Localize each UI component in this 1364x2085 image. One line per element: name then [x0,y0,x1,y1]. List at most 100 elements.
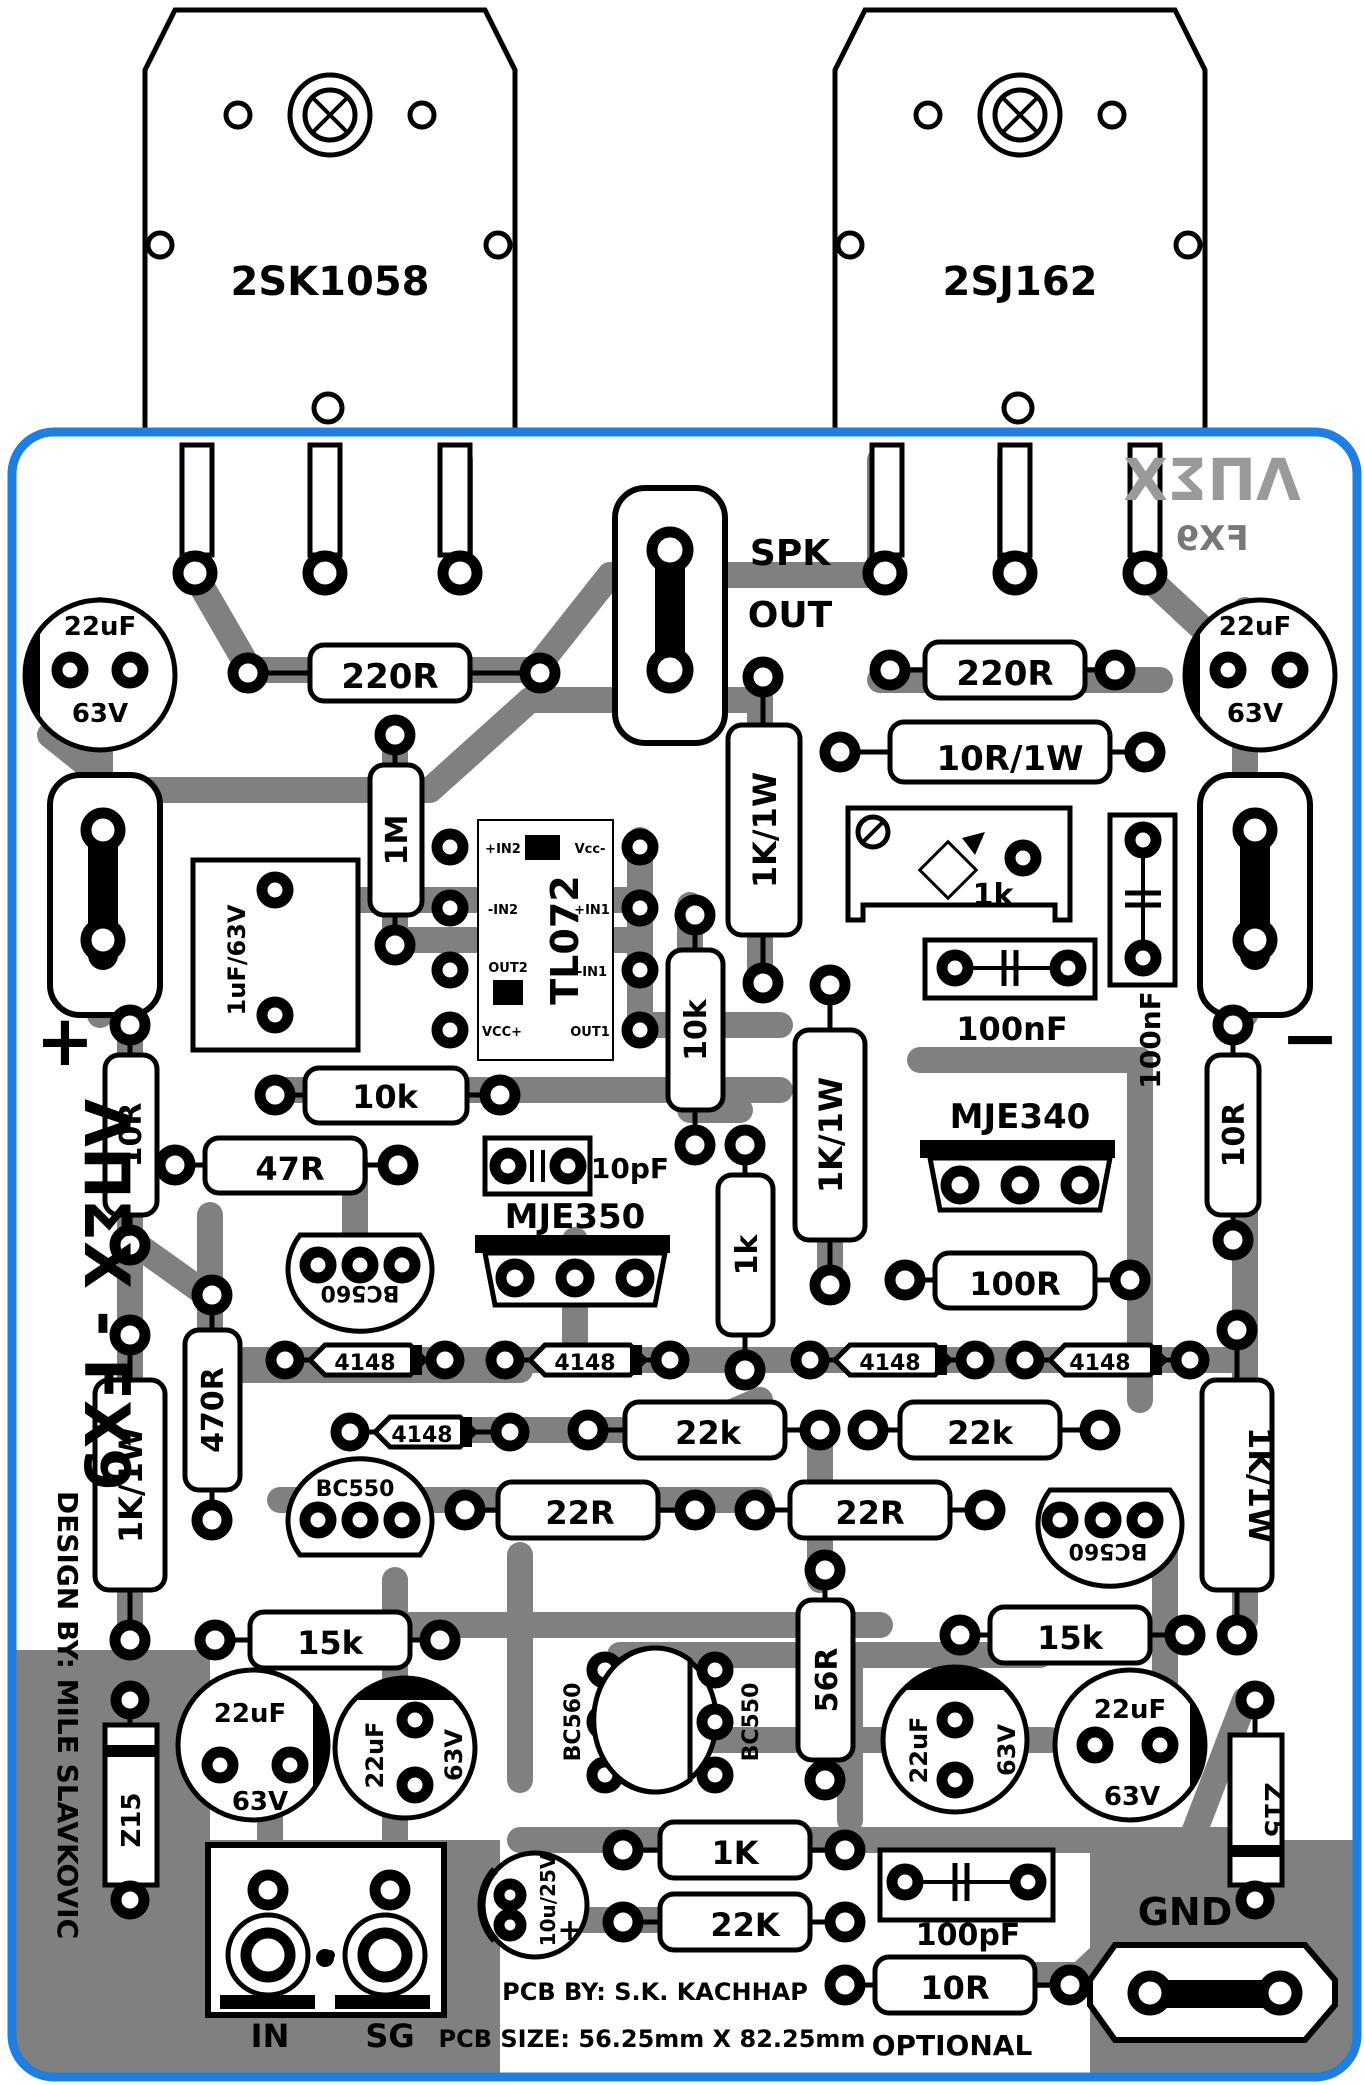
resistor-47r: 47R [154,1135,419,1196]
cap-22uf-bottom-left: 22uF 63V [175,1667,331,1823]
minus-sign: − [1281,997,1340,1079]
plus-sign: + [36,1000,95,1082]
svg-text:4148: 4148 [1069,1351,1130,1376]
svg-text:22k: 22k [947,1414,1014,1452]
svg-text:22uF: 22uF [64,612,136,642]
transistor-2sj162: 2SJ162 [832,7,1208,448]
svg-text:OUT2: OUT2 [488,961,528,976]
diode-4148-3: 4148 [790,1340,995,1380]
svg-text:+: + [557,1913,582,1948]
cap-22uf-bottom-right-2: 22uF 63V [1052,1667,1208,1823]
svg-text:4148: 4148 [554,1351,615,1376]
transistor-legs [172,442,1168,596]
cap-10u-25v: 10u/25V + [477,1850,590,1960]
resistor-10r-right: 10R [1204,1004,1262,1261]
resistor-56r: 56R [795,1549,856,1801]
svg-text:63V: 63V [1104,1782,1160,1812]
diode-4148-1: 4148 [265,1340,465,1380]
svg-text:1k: 1k [973,878,1015,913]
svg-text:MJE340: MJE340 [950,1097,1091,1137]
svg-text:1k: 1k [730,1234,765,1276]
svg-text:4148: 4148 [859,1351,920,1376]
resistor-10r-1w: 10R/1W [819,719,1166,785]
svg-text:10k: 10k [679,998,714,1061]
logo-text: ΛΠΣX [1123,446,1301,514]
resistor-100r: 100R [884,1250,1151,1311]
transistor-bc560-a: BC560 [285,1232,435,1334]
resistor-220r-left: 220R [227,642,561,704]
resistor-10k-vertical: 10k [665,894,726,1166]
cap-1uf: 1uF/63V [190,857,361,1053]
svg-text:63V: 63V [1227,699,1283,729]
cap-100pf: 100pF [877,1847,1056,1953]
svg-text:OUT1: OUT1 [570,1025,610,1040]
cap-100nf-horizontal: 100nF [922,937,1098,1048]
diode-4148-2: 4148 [485,1340,690,1380]
svg-text:1K/1W: 1K/1W [746,772,784,888]
pcb-size: PCB SIZE: 56.25mm X 82.25mm [439,2025,866,2053]
svg-text:10u/25V: 10u/25V [536,1853,560,1946]
svg-text:63V: 63V [72,699,128,729]
svg-text:22uF: 22uF [214,1699,286,1729]
part-2sk1058: 2SK1058 [231,259,430,305]
logo-apex: ΛΠΣX FX9 [1123,446,1301,559]
svg-text:220R: 220R [341,657,438,697]
logo-model: FX9 [1175,519,1248,559]
in-label: IN [251,2017,290,2055]
cap-10pf: 10pF [482,1135,669,1197]
resistor-1k-1w-b: 1K/1W [792,964,868,1306]
zener-z15-left: Z15 [102,1680,160,1920]
resistor-22k-c: 22K [602,1891,866,1953]
resistor-10r-optional: 10R [824,1954,1091,2016]
svg-text:22R: 22R [835,1494,904,1532]
svg-text:220R: 220R [956,654,1053,694]
svg-text:10R: 10R [114,1103,149,1168]
resistor-470r: 470R [182,1274,243,1541]
svg-text:-IN2: -IN2 [488,903,518,918]
svg-text:10R/1W: 10R/1W [936,739,1083,779]
svg-text:1M: 1M [380,815,415,866]
resistor-1k-horizontal: 1K [602,1819,866,1881]
svg-text:+IN1: +IN1 [574,903,610,918]
cap-22uf-bottom-left-2: 22uF 63V [332,1675,478,1821]
resistor-10k-horizontal: 10k [254,1065,521,1126]
resistor-1k-1w-left: 1K/1W [92,1314,168,1661]
svg-text:TL072: TL072 [543,875,587,1004]
resistor-1k-1w-a: 1K/1W [725,656,803,1004]
svg-text:BC560: BC560 [321,1280,400,1305]
power-terminal-right [1197,772,1313,1018]
svg-text:-IN1: -IN1 [577,965,607,980]
svg-text:63V: 63V [440,1729,468,1781]
diode-4148-4: 4148 [1005,1340,1210,1380]
diode-4148-5: 4148 [330,1412,530,1452]
svg-text:1K/1W: 1K/1W [112,1427,150,1543]
svg-text:1K/1W: 1K/1W [812,1077,850,1193]
ic-tl072: +IN2 -IN2 OUT2 VCC+ Vcc- +IN1 -IN1 OUT1 … [431,819,659,1061]
optional-label: OPTIONAL [872,2029,1033,2062]
svg-text:10pF: 10pF [591,1152,669,1185]
cap-22uf-bottom-right: 22uF 63V [880,1664,1030,1815]
svg-text:22uF: 22uF [905,1717,933,1784]
svg-text:15k: 15k [297,1624,364,1662]
svg-text:4148: 4148 [334,1351,395,1376]
svg-text:1K: 1K [711,1834,759,1872]
resistor-1m: 1M [367,714,425,966]
resistor-22k-a: 22k [567,1399,841,1461]
resistor-15k-b: 15k [939,1604,1206,1666]
cap-22uf-top-right: 22uF 63V [1182,597,1338,753]
svg-text:VCC+: VCC+ [482,1025,522,1040]
svg-text:10k: 10k [352,1078,419,1116]
svg-text:15k: 15k [1037,1619,1104,1657]
transistor-2sk1058: 2SK1058 [142,7,518,448]
svg-text:4148: 4148 [391,1423,452,1448]
gnd-terminal: GND [1087,1890,1338,2043]
svg-text:63V: 63V [232,1787,288,1817]
svg-text:MJE350: MJE350 [505,1197,646,1237]
resistor-22k-b: 22k [847,1399,1121,1461]
svg-text:100nF: 100nF [956,1010,1067,1048]
svg-text:100pF: 100pF [916,1918,1021,1953]
svg-text:10R: 10R [920,1969,989,2007]
svg-text:100R: 100R [969,1265,1060,1303]
svg-text:10R: 10R [1217,1103,1252,1168]
